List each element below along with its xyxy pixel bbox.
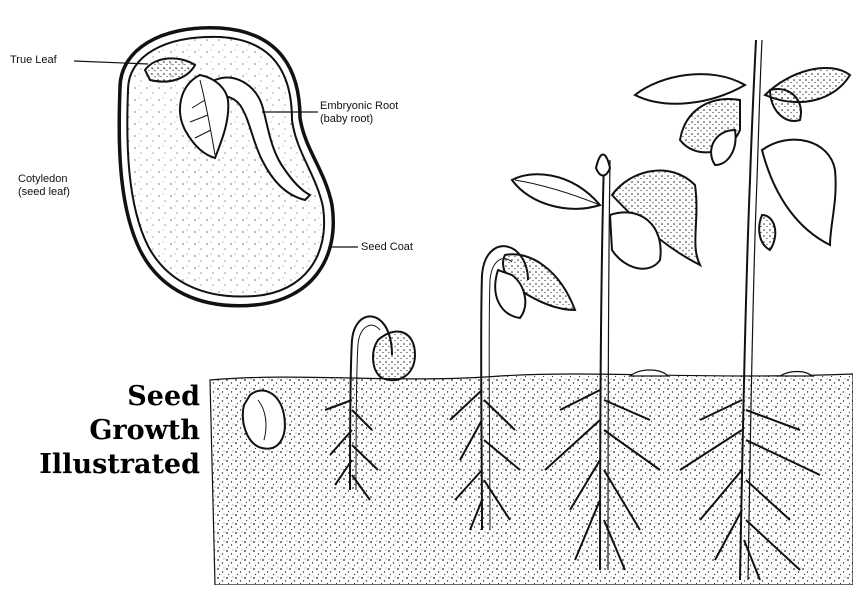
cotyledon-line2: (seed leaf) (18, 186, 70, 199)
seed-coat-label: Seed Coat (361, 241, 413, 254)
young-leaf-left (512, 174, 600, 209)
title-line-2: Growth (39, 414, 200, 448)
cotyledon-label: Cotyledon (seed leaf) (18, 173, 70, 199)
buried-seed (243, 391, 285, 449)
soil-clod-2 (780, 372, 812, 377)
seed-coat-text: Seed Coat (361, 241, 413, 253)
embryonic-root-label: Embryonic Root (baby root) (320, 100, 398, 126)
soil-ground (210, 374, 853, 585)
young-bud (596, 155, 610, 176)
embryonic-root-line1: Embryonic Root (320, 100, 398, 113)
title-line-3: Illustrated (39, 448, 200, 482)
title-line-1: Seed (39, 380, 200, 414)
seed-cross-section (74, 28, 358, 306)
stage-seed (243, 391, 285, 449)
cotyledon-line1: Cotyledon (18, 173, 70, 186)
soil-clod-1 (630, 370, 668, 376)
sprout-cotyledon (373, 332, 415, 381)
embryonic-root-line2: (baby root) (320, 113, 398, 126)
mature-leaf-lower (759, 215, 775, 250)
soil (210, 370, 853, 585)
diagram-title: Seed Growth Illustrated (39, 380, 200, 482)
true-leaf-text: True Leaf (10, 54, 57, 66)
true-leaf-label: True Leaf (10, 54, 57, 67)
